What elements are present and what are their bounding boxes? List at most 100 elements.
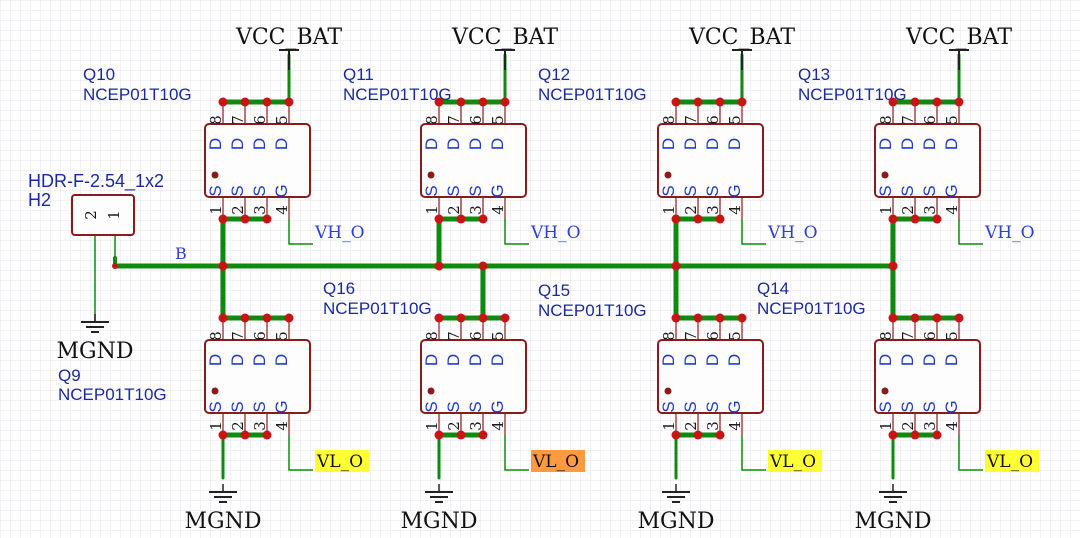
gate-wire [504, 435, 529, 471]
designator-q12: Q12 [538, 65, 570, 84]
pin-name-bottom: S [920, 401, 939, 412]
pin-name-bottom: S [659, 185, 678, 196]
pin-number-bottom: 3 [704, 421, 722, 431]
pin-name-bottom: S [206, 401, 225, 412]
pin1-marker [881, 171, 889, 179]
pin-number-bottom: 2 [229, 421, 247, 431]
pin-name-drain: D [703, 354, 722, 366]
junction-dot [737, 313, 747, 323]
junction-dot [932, 214, 942, 224]
pin-name-drain: D [444, 138, 463, 150]
designator-q10: Q10 [83, 65, 115, 84]
gate-net-highlight [768, 450, 822, 472]
gate-net-vh-o: VH_O [767, 223, 818, 243]
pin-name-drain: D [228, 354, 247, 366]
mgnd-label: MGND [185, 509, 262, 534]
vcc-bat-label: VCC_BAT [451, 25, 558, 50]
junction-dot [954, 313, 964, 323]
junction-dot [671, 313, 681, 323]
pin-number-bottom: 3 [467, 205, 485, 215]
pin-name-drain: D [920, 354, 939, 366]
junction-dot [262, 214, 272, 224]
junction-dot [262, 430, 272, 440]
pin-number-top: 8 [207, 115, 225, 125]
pin-number-bottom: 4 [943, 421, 961, 431]
gate-net-vh-o: VH_O [530, 223, 581, 243]
pin-name-drain: D [466, 354, 485, 366]
junction-dot [240, 214, 250, 224]
pin-name-bottom: S [898, 401, 917, 412]
pin-name-drain: D [206, 354, 225, 366]
gate-net-vl-o: VL_O [316, 452, 363, 472]
designator-q13: Q13 [798, 65, 830, 84]
pin-number-bottom: 3 [251, 421, 269, 431]
pin-name-bottom: S [250, 185, 269, 196]
gate-net-vl-o: VL_O [532, 452, 579, 472]
pin-number-top: 7 [899, 115, 917, 125]
junction-dot [693, 313, 703, 323]
pin-name-drain: D [703, 138, 722, 150]
net-label-b: B [175, 244, 187, 263]
pin-name-drain: D [206, 138, 225, 150]
pin-number-top: 7 [229, 331, 247, 341]
pin-number-bottom: 2 [445, 205, 463, 215]
mosfet-body [874, 123, 981, 198]
junction-dot [478, 261, 488, 271]
vcc-bat-label: VCC_BAT [688, 25, 795, 50]
pin-name-bottom: S [228, 401, 247, 412]
junction-dot [932, 430, 942, 440]
junction-dot [715, 214, 725, 224]
junction-dot [888, 430, 898, 440]
junction-dot [284, 313, 294, 323]
part-number: NCEP01T10G [323, 299, 432, 318]
pin-name-bottom: G [725, 400, 744, 413]
pin-number-bottom: 4 [726, 205, 744, 215]
pin-number-bottom: 1 [207, 421, 225, 431]
pin-name-bottom: G [942, 400, 961, 413]
header-footprint: HDR-F-2.54_1x2 [28, 171, 164, 192]
pin-number-bottom: 1 [207, 205, 225, 215]
pin-name-bottom: S [444, 401, 463, 412]
pin-name-drain: D [920, 138, 939, 150]
pin-name-drain: D [422, 138, 441, 150]
pin-number-top: 6 [467, 331, 485, 341]
mosfet-body [657, 123, 764, 198]
pin-name-drain: D [466, 138, 485, 150]
mosfet-body [874, 339, 981, 414]
pin-number-bottom: 1 [660, 421, 678, 431]
pin-name-bottom: G [942, 184, 961, 197]
gate-wire [741, 219, 766, 245]
pin-number-top: 7 [445, 331, 463, 341]
pin-number-top: 8 [660, 115, 678, 125]
junction-dot [500, 313, 510, 323]
pin-name-drain: D [659, 354, 678, 366]
junction-dot [112, 263, 118, 269]
junction-dot [715, 97, 725, 107]
pin-number-top: 7 [899, 331, 917, 341]
junction-dot [240, 97, 250, 107]
pin-number-bottom: 1 [877, 205, 895, 215]
pin-name-drain: D [272, 138, 291, 150]
part-number: NCEP01T10G [798, 85, 907, 104]
junction-dot [218, 261, 228, 271]
pin-number-bottom: 2 [445, 421, 463, 431]
pin-name-bottom: S [250, 401, 269, 412]
junction-dot [715, 430, 725, 440]
pin1-marker [881, 387, 889, 395]
designator-q14: Q14 [757, 279, 789, 298]
pin-number-top: 8 [207, 331, 225, 341]
pin-name-drain: D [488, 138, 507, 150]
header-designator: H2 [28, 190, 51, 210]
pin1-marker [427, 387, 435, 395]
junction-dot [262, 313, 272, 323]
junction-dot [671, 97, 681, 107]
pin-name-bottom: S [444, 185, 463, 196]
pin-number-top: 8 [877, 331, 895, 341]
gate-net-highlight [315, 450, 369, 472]
